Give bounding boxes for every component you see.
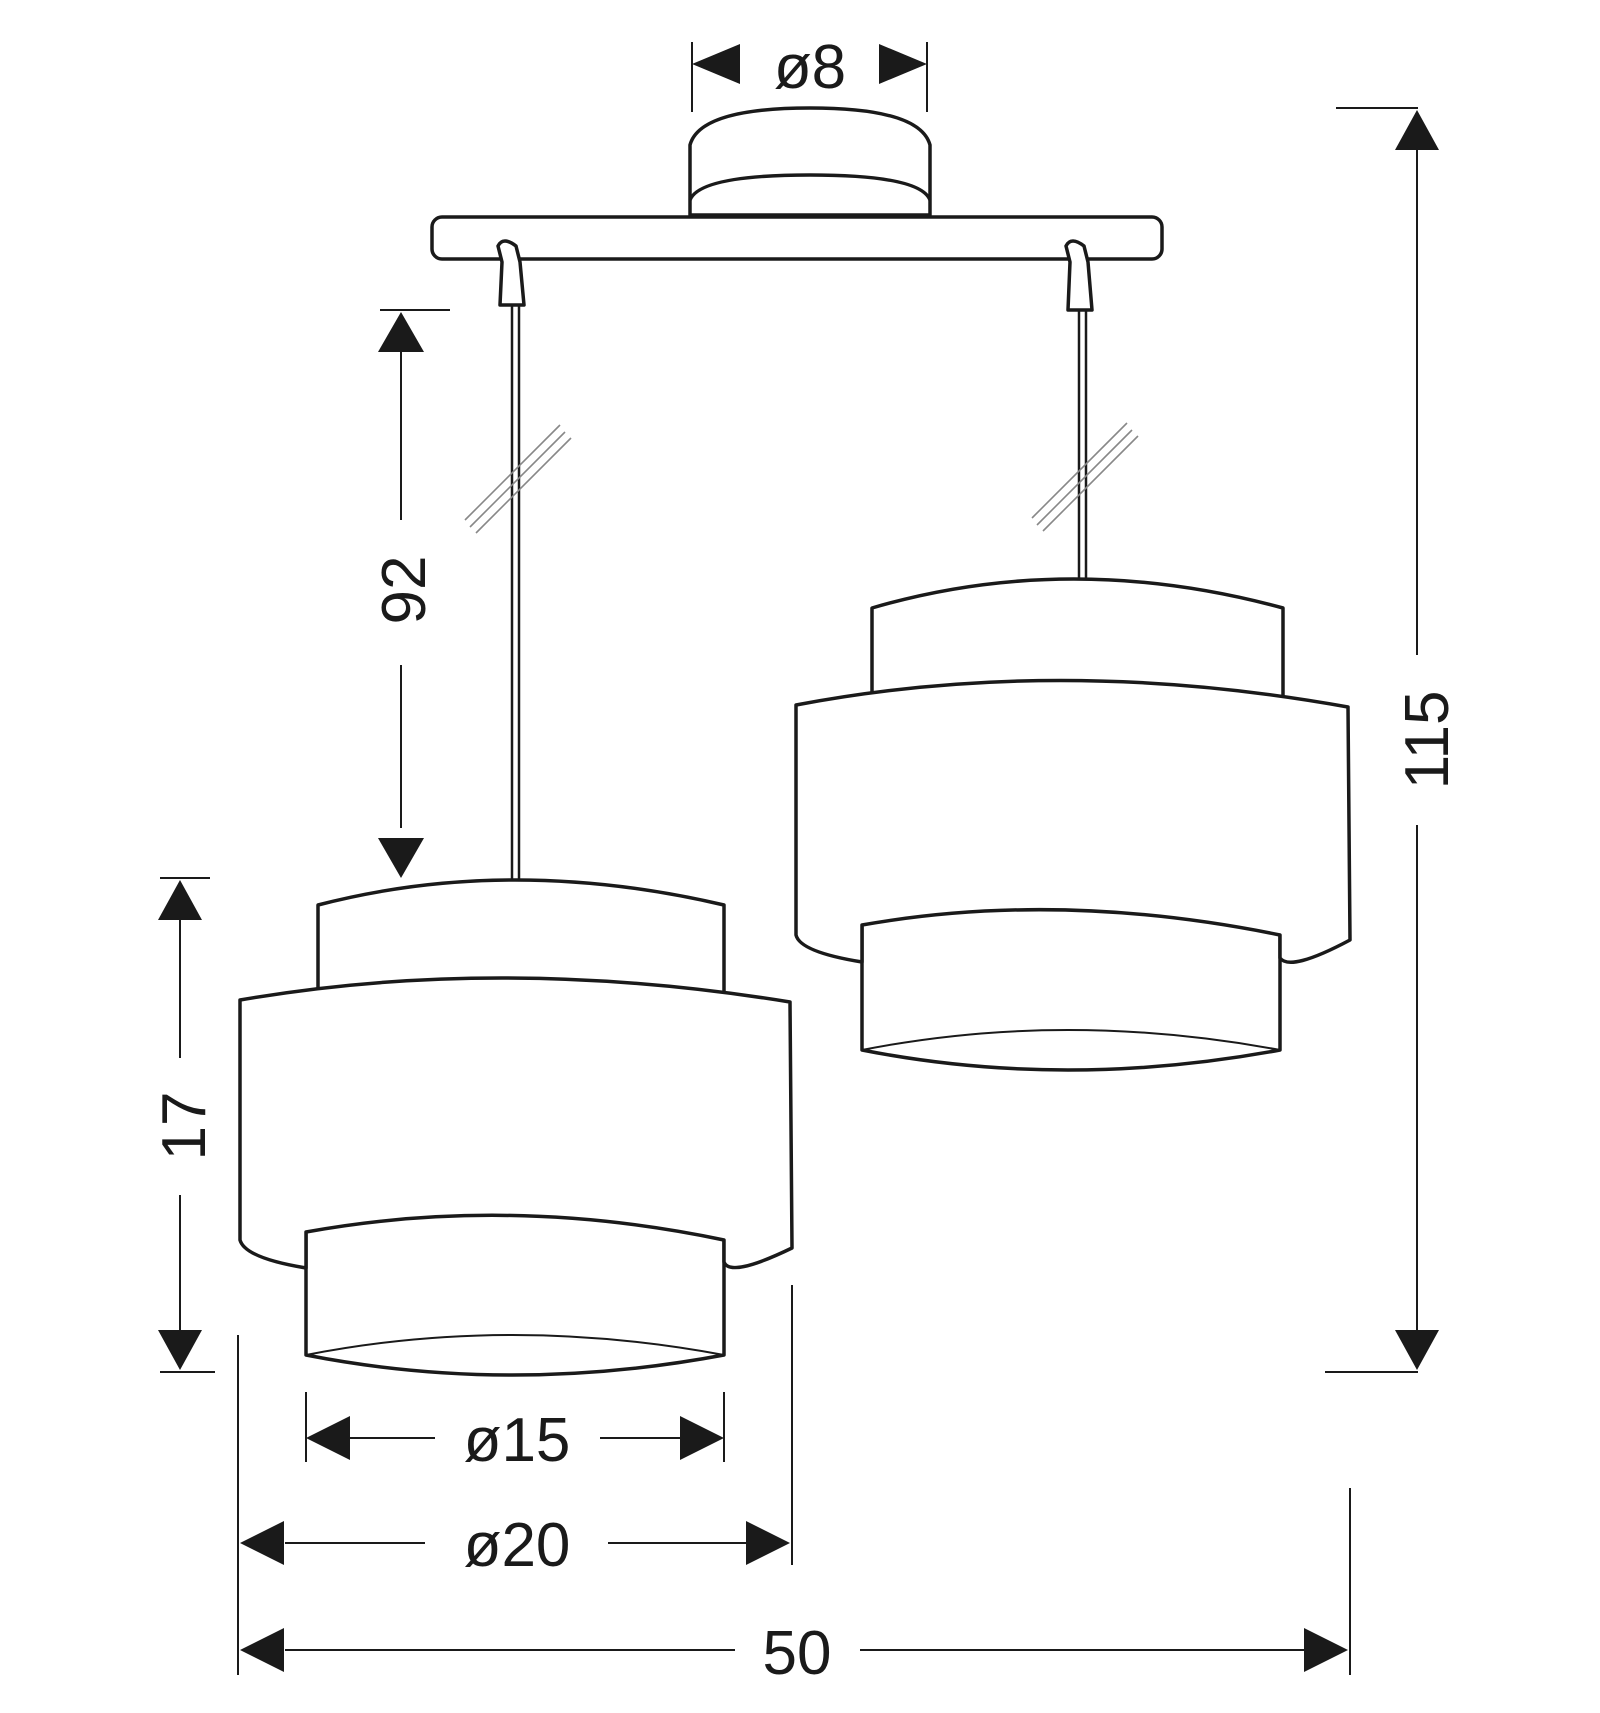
- canopy-diameter-dimension: ø8: [691, 33, 928, 112]
- overall-width-label: 50: [763, 1619, 832, 1688]
- inner-shade-diameter-dimension: ø15: [305, 1392, 725, 1475]
- arrowhead-right: [680, 1416, 724, 1460]
- right-lamp-shade: [794, 577, 1352, 1072]
- overall-height-label: 115: [1393, 691, 1462, 790]
- ceiling-canopy: [688, 106, 932, 217]
- inner-shade-diameter-label: ø15: [464, 1406, 571, 1475]
- mounting-bar: [430, 215, 1164, 261]
- drop-length-label: 92: [370, 556, 439, 625]
- arrowhead-right: [879, 44, 927, 84]
- left-cable-break-mark: [464, 424, 572, 534]
- arrowhead-left: [240, 1628, 284, 1672]
- arrowhead-right: [746, 1521, 790, 1565]
- arrowhead-left: [306, 1416, 350, 1460]
- arrowhead-up: [158, 880, 202, 920]
- shade-height-dimension: 17: [150, 877, 219, 1373]
- arrowhead-down: [378, 838, 424, 878]
- left-cable-holder: [496, 239, 526, 880]
- overall-height-dimension: 115: [1325, 107, 1462, 1373]
- arrowhead-left: [240, 1521, 284, 1565]
- arrowhead-left: [692, 44, 740, 84]
- outer-shade-diameter-dimension: ø20: [237, 1285, 793, 1580]
- right-cable-holder: [1064, 239, 1094, 578]
- arrowhead-down: [1395, 1330, 1439, 1370]
- shade-height-label: 17: [150, 1092, 219, 1161]
- canopy-diameter-label: ø8: [774, 33, 846, 102]
- outer-shade-diameter-label: ø20: [464, 1511, 571, 1580]
- drop-length-dimension: 92: [370, 309, 450, 878]
- arrowhead-up: [1395, 110, 1439, 150]
- arrowhead-up: [378, 312, 424, 352]
- left-lamp-shade: [238, 878, 794, 1377]
- arrowhead-right: [1304, 1628, 1348, 1672]
- arrowhead-down: [158, 1330, 202, 1370]
- right-cable-break-mark: [1031, 422, 1139, 532]
- overall-width-dimension: 50: [237, 1488, 1351, 1688]
